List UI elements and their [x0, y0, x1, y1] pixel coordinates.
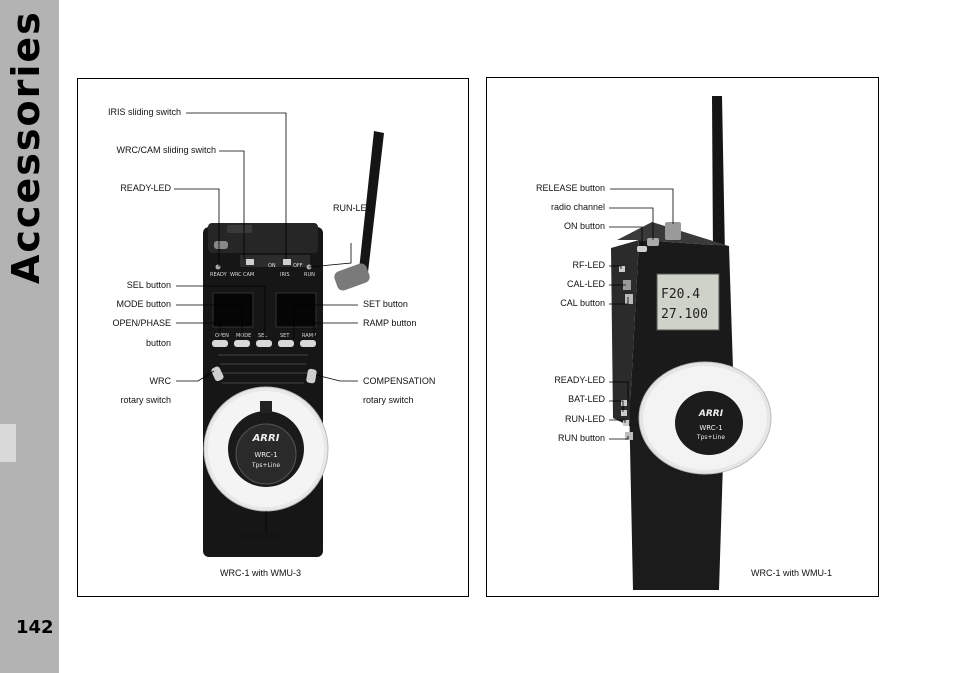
figure-right-panel: F20.4 27.100 ARRI WRC-1 Tps+Line — [486, 77, 879, 597]
top-label-4: IRIS — [280, 272, 290, 278]
label-cal-button: CAL button — [560, 298, 605, 308]
run-led — [623, 420, 629, 426]
handwheel[interactable] — [203, 386, 329, 512]
label-open-phase-button-2: button — [145, 338, 171, 348]
label-ramp-button: RAMP button — [363, 318, 417, 328]
btn-label-ramp: RAMP — [302, 333, 316, 339]
sel-button[interactable] — [256, 340, 272, 347]
handwheel-subtitle: Tps+Line — [251, 462, 280, 469]
lcd-line-2: 27.100 — [661, 307, 708, 322]
label-wrc-rotary: WRC — [149, 376, 172, 386]
sidebar — [0, 0, 59, 673]
wrc1-wmu1-illustration: F20.4 27.100 ARRI WRC-1 Tps+Line — [609, 96, 772, 590]
lcd-line-1: F20.4 — [661, 287, 700, 302]
label-compensation-2: rotary switch — [363, 395, 414, 405]
chapter-tab — [0, 424, 16, 462]
cal-led — [623, 280, 631, 290]
label-open-phase-button: OPEN/PHASE — [112, 318, 171, 328]
label-mode-button: MODE button — [116, 299, 171, 309]
antenna — [334, 131, 384, 291]
lcd-display — [656, 273, 720, 331]
label-compensation: COMPENSATION — [363, 376, 436, 386]
handwheel[interactable] — [638, 361, 772, 475]
label-ready-led: READY-LED — [554, 375, 605, 385]
wrc1-wmu3-illustration: READY WRC CAM ON IRIS OFF RUN OPEN MODE … — [174, 112, 384, 557]
btn-label-open: OPEN — [215, 333, 229, 339]
handwheel-subtitle: Tps+Line — [696, 434, 725, 441]
display-right — [275, 292, 317, 328]
label-run-button: RUN button — [557, 433, 605, 443]
label-wrc-cam-switch: WRC/CAM sliding switch — [116, 145, 216, 155]
top-label-1: WRC — [230, 272, 242, 278]
label-sel-button: SEL button — [126, 280, 171, 290]
label-iris-switch: IRIS sliding switch — [107, 107, 181, 117]
handwheel-brand: ARRI — [252, 433, 280, 444]
antenna — [712, 96, 725, 256]
figure-left-caption: WRC-1 with WMU-3 — [220, 568, 301, 578]
ramp-button[interactable] — [300, 340, 316, 347]
label-run-led: RUN-LED — [564, 414, 605, 424]
on-button[interactable] — [637, 246, 647, 252]
iris-switch[interactable] — [283, 259, 291, 265]
radio-channel-switch[interactable] — [647, 238, 659, 246]
handwheel-brand: ARRI — [698, 409, 724, 419]
run-button[interactable] — [625, 432, 633, 440]
top-label-3: ON — [268, 263, 276, 269]
handwheel-model: WRC-1 — [254, 451, 277, 459]
cal-button[interactable] — [625, 294, 633, 304]
top-label-2: CAM — [243, 272, 254, 278]
release-button[interactable] — [665, 222, 681, 240]
leader-lines — [174, 112, 358, 531]
label-wrc-rotary-2: rotary switch — [120, 395, 171, 405]
handwheel-model: WRC-1 — [699, 424, 722, 432]
mode-button[interactable] — [234, 340, 250, 347]
label-bat-led: BAT-LED — [568, 394, 605, 404]
label-set-button: SET button — [363, 299, 408, 309]
ready-led — [215, 264, 221, 270]
page-number: 142 — [16, 617, 54, 638]
ready-led — [621, 400, 627, 406]
open-phase-button[interactable] — [212, 340, 228, 347]
label-ready-led: READY-LED — [120, 183, 171, 193]
label-radio-channel: radio channel — [550, 202, 605, 212]
wrc-cam-switch[interactable] — [246, 259, 254, 265]
label-rf-led: RF-LED — [572, 260, 605, 270]
label-cal-led: CAL-LED — [566, 279, 605, 289]
figure-left-panel: READY WRC CAM ON IRIS OFF RUN OPEN MODE … — [77, 78, 469, 597]
label-handwheel: handwheel — [240, 530, 284, 540]
compensation-rotary-switch[interactable] — [306, 368, 317, 384]
top-label-0: READY — [210, 272, 228, 278]
label-release-button: RELEASE button — [535, 183, 605, 193]
top-label-5: OFF — [293, 263, 303, 269]
bat-led — [621, 410, 627, 416]
label-on-button: ON button — [563, 221, 605, 231]
btn-label-sel: SEL — [258, 333, 267, 339]
rf-led — [619, 266, 625, 272]
display-left — [212, 292, 254, 328]
btn-label-mode: MODE — [236, 333, 251, 339]
leader-lines — [609, 188, 674, 440]
btn-label-set: SET — [280, 333, 290, 339]
wrc-rotary-switch[interactable] — [210, 366, 224, 382]
label-run-led: RUN-LED — [333, 203, 374, 213]
top-label-6: RUN — [304, 272, 315, 278]
figure-right-caption: WRC-1 with WMU-1 — [751, 568, 832, 578]
set-button[interactable] — [278, 340, 294, 347]
